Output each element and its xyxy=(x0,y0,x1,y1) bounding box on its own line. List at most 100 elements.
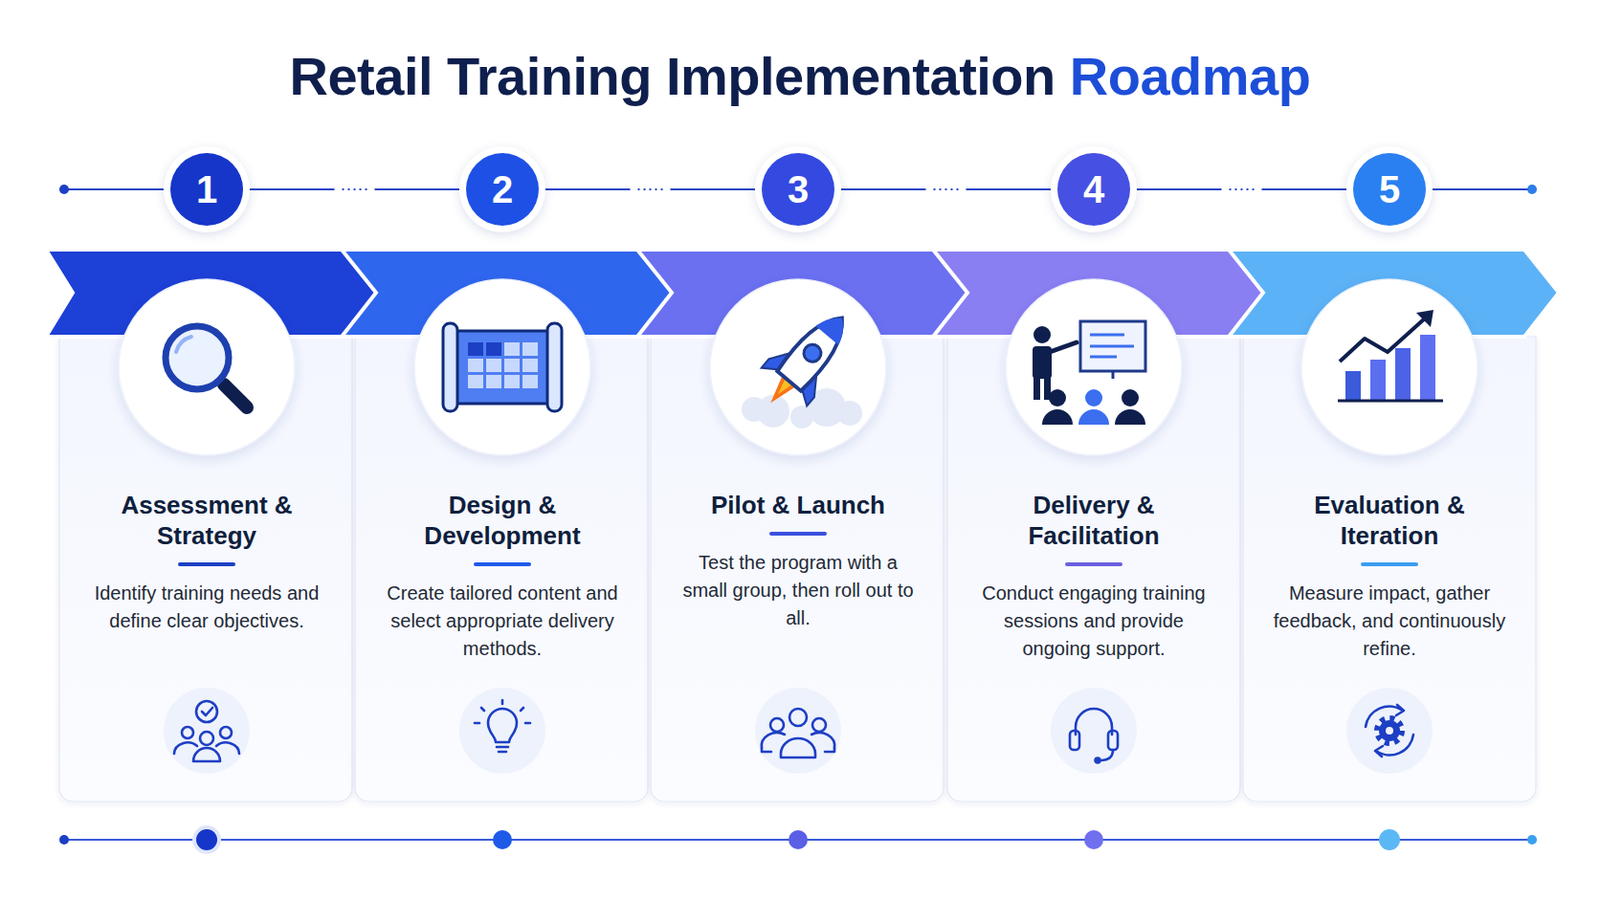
presenter-icon xyxy=(1089,355,1117,359)
step-heading: Delivery & Facilitation xyxy=(980,489,1207,552)
icon-circles xyxy=(414,279,591,456)
growth-chart-icon xyxy=(1337,310,1444,401)
presenter-icon xyxy=(1049,342,1077,353)
people-group-icon xyxy=(761,733,785,749)
accent-bar xyxy=(769,532,827,536)
presenter-icon xyxy=(1048,389,1067,407)
timeline-bottom xyxy=(1084,830,1104,850)
team-check-icon xyxy=(200,732,214,746)
team-check-icon xyxy=(201,708,213,716)
step-number-circle: 3 xyxy=(761,153,835,226)
blueprint-icon xyxy=(467,342,541,392)
accent-bar xyxy=(177,562,236,567)
presenter-icon xyxy=(1033,326,1051,344)
rocket-icon xyxy=(800,341,824,366)
people-group-icon xyxy=(770,718,784,733)
lightbulb-icon xyxy=(488,709,517,743)
presenter-icon xyxy=(1080,321,1146,372)
blueprint-icon xyxy=(443,323,562,412)
headset-icon xyxy=(1100,750,1113,761)
small-icon-circles xyxy=(755,688,842,775)
team-check-icon xyxy=(174,701,240,762)
growth-chart-icon xyxy=(1416,310,1434,328)
gear-cycle-icon xyxy=(1396,705,1404,716)
icon-circles xyxy=(118,279,1478,456)
timeline-connector xyxy=(1130,188,1354,191)
presenter-icon xyxy=(1078,409,1110,425)
timeline-bottom xyxy=(1378,829,1400,851)
team-check-icon xyxy=(174,742,198,755)
growth-chart-icon xyxy=(1370,359,1386,400)
gear-cycle-icon xyxy=(1365,707,1403,728)
people-group-icon xyxy=(780,738,816,758)
timeline-top xyxy=(1425,188,1533,191)
presenter-icon xyxy=(1121,389,1139,407)
lightbulb-icon xyxy=(501,700,505,705)
rocket-icon xyxy=(837,400,863,426)
step-card: Design & DevelopmentCreate tailored cont… xyxy=(355,336,649,802)
growth-chart-icon xyxy=(1420,334,1436,400)
step-number: 3 xyxy=(787,170,809,209)
gear-cycle-icon xyxy=(1378,720,1400,742)
icon-circles xyxy=(1005,279,1182,456)
step-number: 2 xyxy=(491,170,513,209)
rocket-icon xyxy=(748,299,866,423)
timeline-connector xyxy=(538,188,762,191)
blueprint-icon xyxy=(467,342,484,356)
icon-circles xyxy=(1301,279,1478,456)
lightbulb-icon xyxy=(525,722,531,726)
team-check-icon xyxy=(220,727,232,739)
team-check-icon xyxy=(193,748,221,762)
presenter-icon xyxy=(1089,345,1134,349)
step-heading: Assessment & Strategy xyxy=(93,489,320,552)
growth-chart-icon xyxy=(1337,400,1444,403)
lightbulb-icon xyxy=(520,708,524,712)
presenter-icon xyxy=(1085,389,1103,407)
team-check-icon xyxy=(196,701,218,723)
people-group-icon xyxy=(761,748,772,753)
timeline-top xyxy=(64,188,171,191)
timeline-top xyxy=(1527,184,1537,195)
lightbulb-icon xyxy=(498,751,507,755)
headset-icon xyxy=(1069,709,1118,764)
team-check-icon xyxy=(216,742,240,755)
team-check-icon xyxy=(181,727,194,739)
accent-bar xyxy=(1065,562,1123,567)
timeline-bottom xyxy=(196,829,218,851)
step-heading: Pilot & Launch xyxy=(711,489,886,521)
headset-icon xyxy=(1069,731,1080,751)
accent-bar xyxy=(1360,562,1419,567)
small-icon-circles xyxy=(163,688,1433,775)
magnifier-icon xyxy=(165,326,229,390)
step-heading: Design & Development xyxy=(389,489,616,552)
presenter-icon xyxy=(1042,409,1073,425)
blueprint-icon xyxy=(452,331,553,404)
timeline-bottom xyxy=(788,830,808,850)
magnifier-icon xyxy=(165,326,247,408)
timeline-connector xyxy=(834,188,1058,191)
growth-chart-icon xyxy=(1345,371,1361,400)
presenter-icon xyxy=(1089,333,1125,337)
timeline-bottom xyxy=(192,825,222,855)
rocket-icon xyxy=(816,309,853,346)
gear-cycle-icon xyxy=(1365,705,1414,757)
blueprint-icon xyxy=(547,323,562,412)
step-card: Evaluation & IterationMeasure impact, ga… xyxy=(1243,336,1536,802)
diagram-title: Retail Training Implementation Roadmap xyxy=(289,44,1312,109)
step-description: Measure impact, gather feedback, and con… xyxy=(1268,579,1511,664)
step-description: Test the program with a small group, the… xyxy=(677,549,919,633)
rocket-icon xyxy=(741,388,863,429)
headset-icon xyxy=(1108,731,1118,751)
lightbulb-icon xyxy=(474,722,480,726)
step-card: Assessment & StrategyIdentify training n… xyxy=(60,336,354,802)
gear-cycle-icon xyxy=(1376,734,1414,756)
gear-cycle-icon xyxy=(1385,727,1394,735)
headset-icon xyxy=(1075,709,1112,735)
lightbulb-icon xyxy=(496,746,509,750)
icon-circles xyxy=(118,279,295,456)
step-number: 1 xyxy=(196,170,218,209)
headset-icon xyxy=(1095,758,1101,764)
step-heading: Evaluation & Iteration xyxy=(1276,489,1503,552)
icon-circles xyxy=(710,279,887,456)
